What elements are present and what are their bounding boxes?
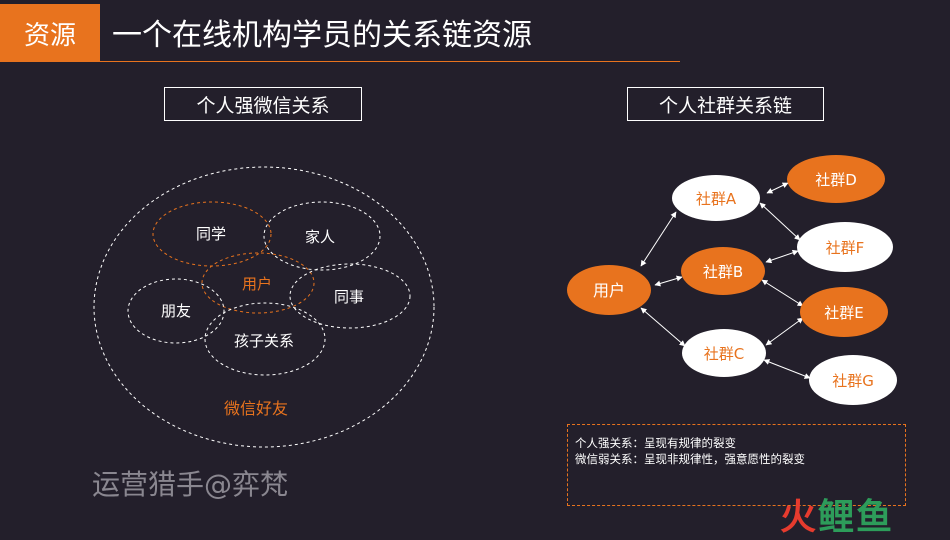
left-venn: 同学 家人 用户 朋友 同事 孩子关系 微信好友	[93, 166, 435, 448]
edge-user-b	[654, 275, 683, 287]
edge-user-a	[640, 211, 677, 267]
colleague-label: 同事	[334, 288, 364, 306]
node-c-label: 社群C	[704, 345, 744, 363]
right-panel-label: 个人社群关系链	[627, 87, 824, 121]
edge-b-f	[765, 249, 799, 264]
user-ellipse	[201, 252, 315, 314]
node-b	[681, 247, 765, 295]
note-strong-relation: 个人强关系：呈现有规律的裂变	[575, 436, 736, 450]
child-ellipse	[204, 302, 326, 376]
node-g-label: 社群G	[832, 372, 874, 390]
logo-part-2: 鲤鱼	[818, 497, 895, 538]
user-label: 用户	[242, 275, 272, 293]
title-underline	[100, 61, 680, 62]
node-b-label: 社群B	[703, 263, 743, 281]
node-e-label: 社群E	[824, 304, 863, 322]
friend-label: 朋友	[161, 302, 191, 320]
notes-box: 个人强关系：呈现有规律的裂变 微信弱关系：呈现非规律性，强意愿性的裂变	[567, 424, 906, 506]
edge-c-g	[763, 359, 811, 379]
colleague-ellipse	[289, 263, 411, 329]
node-g	[809, 355, 897, 405]
logo-part-1: 火	[780, 497, 819, 538]
family-label: 家人	[305, 228, 335, 246]
family-ellipse	[263, 201, 381, 271]
classmate-label: 同学	[196, 225, 226, 243]
node-user	[567, 265, 651, 315]
node-f-label: 社群F	[826, 239, 865, 257]
brand-logo: 火鲤鱼	[780, 488, 894, 540]
edge-a-d	[766, 182, 789, 194]
left-panel-label: 个人强微信关系	[164, 87, 362, 121]
node-f	[797, 222, 893, 272]
note-weak-relation: 微信弱关系：呈现非规律性，强意愿性的裂变	[575, 452, 805, 466]
edge-a-f	[759, 202, 801, 241]
wechat-friends-label: 微信好友	[224, 399, 288, 418]
child-label: 孩子关系	[234, 332, 294, 350]
section-tag: 资源	[0, 4, 100, 62]
node-d-label: 社群D	[815, 171, 857, 189]
node-e	[800, 287, 888, 337]
page-title: 一个在线机构学员的关系链资源	[112, 18, 532, 53]
friend-ellipse	[127, 278, 225, 344]
right-network: 用户 社群A 社群B 社群C 社群D 社群F 社群E 社群G	[567, 155, 897, 405]
node-user-label: 用户	[593, 281, 625, 300]
node-c	[682, 329, 766, 377]
edge-b-e	[761, 279, 804, 307]
edge-user-c	[640, 307, 686, 347]
node-a-label: 社群A	[696, 190, 737, 208]
wechat-friends-ellipse	[93, 166, 435, 448]
watermark-text: 运营猎手@弈梵	[92, 468, 289, 501]
node-a	[672, 175, 760, 221]
edge-c-e	[765, 317, 804, 346]
node-d	[787, 155, 885, 203]
